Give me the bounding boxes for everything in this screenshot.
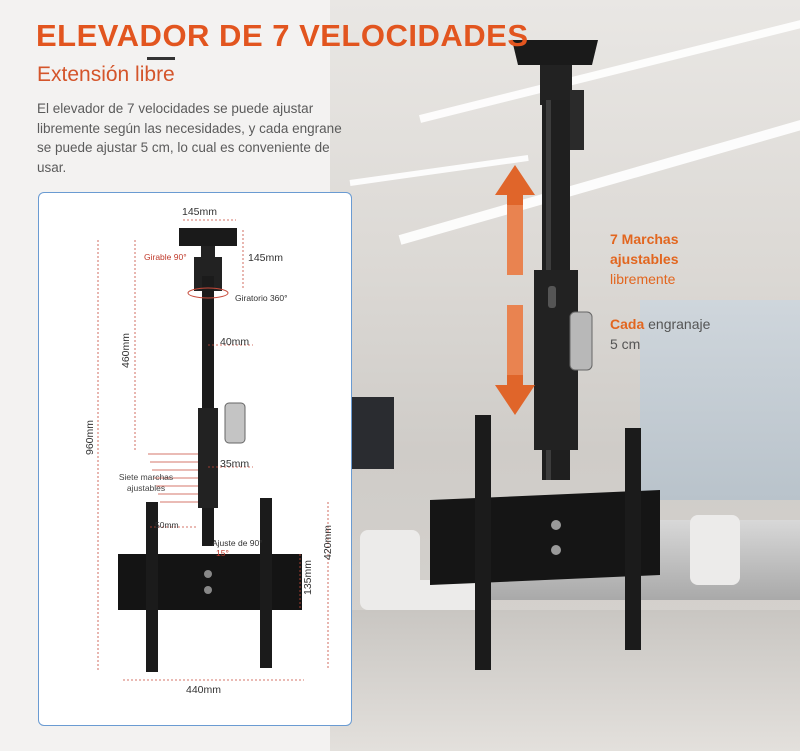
feature-step: Cada engranaje 5 cm <box>610 314 710 354</box>
label-adjust: Ajuste de 90° <box>212 538 263 548</box>
label-steps-text: Siete marchas ajustables <box>118 472 174 493</box>
feature-step-rest: engranaje <box>648 316 711 332</box>
subtitle: Extensión libre <box>37 63 175 86</box>
feature-gears: 7 Marchas ajustables libremente <box>610 229 678 289</box>
dim-pole-height: 460mm <box>120 332 132 368</box>
label-steps: Siete marchas ajustables <box>118 472 174 494</box>
ceiling-mount-photo <box>430 40 660 670</box>
dim-width-bottom: 440mm <box>186 684 222 696</box>
feature-gears-line1: 7 Marchas <box>610 231 679 247</box>
feature-gears-line3: libremente <box>610 271 676 287</box>
label-angle: 15° <box>216 548 229 558</box>
label-rotate: Giratorio 360° <box>235 293 288 303</box>
headline: ELEVADOR DE 7 VELOCIDADES <box>36 18 529 53</box>
dim-pole-upper: 40mm <box>220 336 250 348</box>
wall-tv <box>352 397 394 469</box>
label-tilt: Girable 90° <box>144 252 187 262</box>
description: El elevador de 7 velocidades se puede aj… <box>37 101 342 175</box>
dim-total-height: 960mm <box>84 419 96 455</box>
title-underline <box>147 57 175 60</box>
dim-pole-lower: 35mm <box>220 458 250 470</box>
dim-step-50: 50mm <box>155 520 179 530</box>
office-chair <box>690 515 740 585</box>
feature-step-bold: Cada <box>610 316 645 332</box>
feature-step-line2: 5 cm <box>610 336 641 352</box>
office-window <box>640 300 800 500</box>
dim-height-top: 145mm <box>248 252 284 264</box>
office-floor <box>330 610 800 751</box>
adjust-arrow-icon <box>495 165 535 415</box>
dim-plate-height: 420mm <box>322 524 334 560</box>
dimension-diagram <box>97 219 329 681</box>
dim-bracket-height: 135mm <box>302 559 314 595</box>
feature-gears-line2: ajustables <box>610 251 679 267</box>
dim-width-top: 145mm <box>182 206 218 218</box>
